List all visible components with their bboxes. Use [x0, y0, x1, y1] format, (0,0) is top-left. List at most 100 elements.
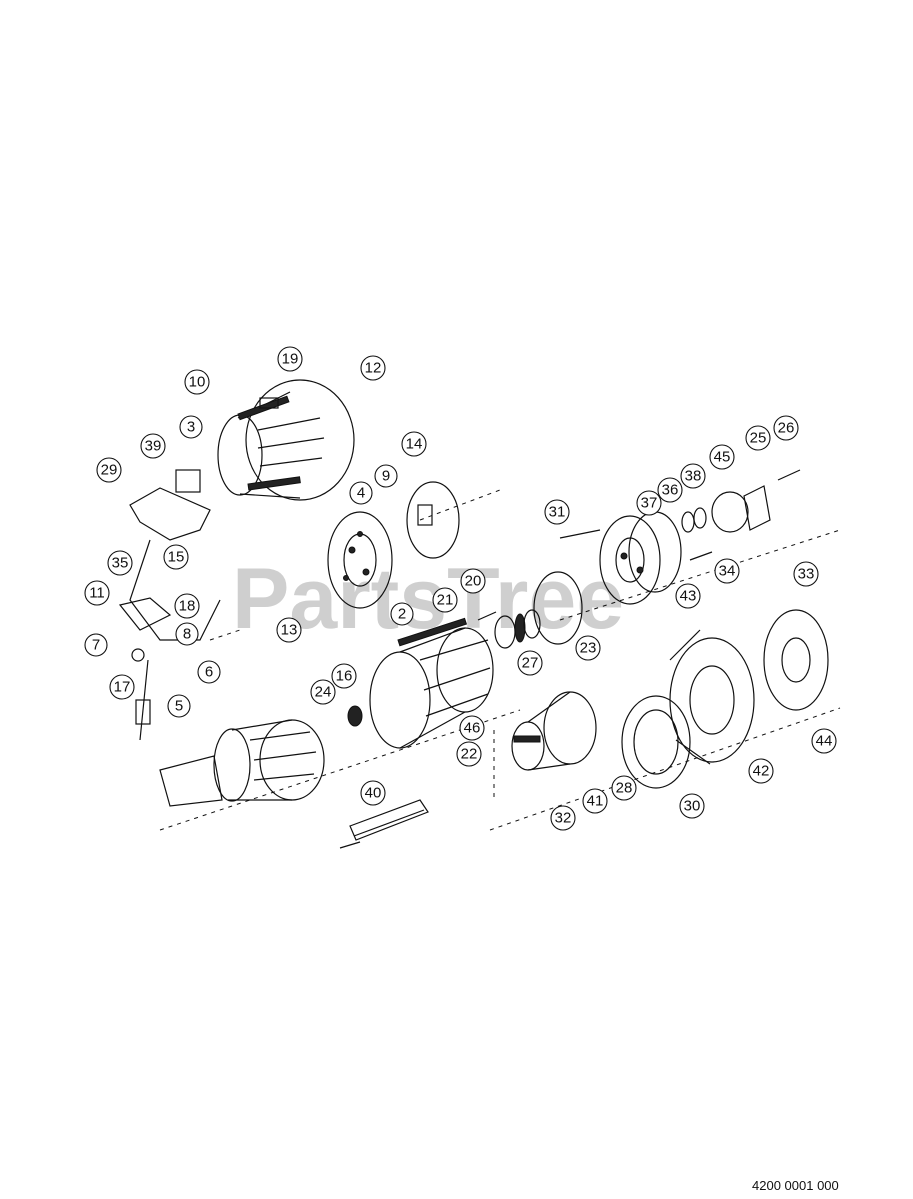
bolt [777, 469, 801, 481]
callout-23: 23 [575, 635, 601, 661]
svg-text:14: 14 [406, 436, 423, 453]
svg-text:30: 30 [684, 798, 701, 815]
callouts: 19 12 10 3 14 9 4 39 29 31 37 36 38 45 2… [84, 346, 837, 831]
svg-text:2: 2 [398, 606, 406, 623]
svg-text:4: 4 [357, 485, 365, 502]
callout-42: 42 [748, 758, 774, 784]
svg-text:37: 37 [641, 495, 658, 512]
svg-text:19: 19 [282, 351, 299, 368]
svg-text:21: 21 [437, 592, 454, 609]
callout-2: 2 [390, 602, 414, 626]
callout-40: 40 [360, 780, 386, 806]
svg-text:27: 27 [522, 655, 539, 672]
brake-disc [621, 695, 691, 789]
seal-stack [477, 609, 541, 649]
svg-text:10: 10 [189, 374, 206, 391]
document-number: 4200 0001 000 [752, 1178, 839, 1193]
svg-text:17: 17 [114, 679, 131, 696]
callout-21: 21 [432, 587, 458, 613]
svg-text:26: 26 [778, 420, 795, 437]
svg-text:36: 36 [662, 482, 679, 499]
callout-6: 6 [197, 660, 221, 684]
svg-text:38: 38 [685, 468, 702, 485]
end-cover [763, 609, 829, 711]
lower-motor [159, 705, 363, 807]
washer-stack [681, 485, 771, 533]
drum-housing [369, 617, 494, 749]
callout-9: 9 [374, 464, 398, 488]
upper-motor-housing [217, 379, 355, 501]
svg-text:34: 34 [719, 563, 736, 580]
callout-35: 35 [107, 550, 133, 576]
callout-5: 5 [167, 694, 191, 718]
callout-46: 46 [459, 715, 485, 741]
callout-19: 19 [277, 346, 303, 372]
callout-22: 22 [456, 741, 482, 767]
svg-text:39: 39 [145, 438, 162, 455]
svg-text:7: 7 [92, 637, 100, 654]
callout-45: 45 [709, 444, 735, 470]
callout-31: 31 [544, 499, 570, 525]
svg-text:5: 5 [175, 698, 183, 715]
svg-text:8: 8 [183, 626, 191, 643]
callout-11: 11 [84, 580, 110, 606]
callout-25: 25 [745, 425, 771, 451]
callout-33: 33 [793, 561, 819, 587]
callout-36: 36 [657, 477, 683, 503]
callout-43: 43 [675, 583, 701, 609]
callout-34: 34 [714, 558, 740, 584]
svg-text:31: 31 [549, 504, 566, 521]
svg-text:11: 11 [89, 585, 105, 602]
callout-15: 15 [163, 544, 189, 570]
svg-text:22: 22 [461, 746, 478, 763]
svg-text:23: 23 [580, 640, 597, 657]
callout-28: 28 [611, 775, 637, 801]
callout-29: 29 [96, 457, 122, 483]
callout-16: 16 [331, 663, 357, 689]
callout-30: 30 [679, 793, 705, 819]
callout-8: 8 [175, 622, 199, 646]
svg-text:46: 46 [464, 720, 481, 737]
parts-layer [118, 379, 841, 849]
callout-32: 32 [550, 805, 576, 831]
svg-text:24: 24 [315, 684, 332, 701]
svg-text:9: 9 [382, 468, 390, 485]
svg-text:43: 43 [680, 588, 697, 605]
wheel-hub [669, 629, 755, 765]
callout-26: 26 [773, 415, 799, 441]
svg-text:41: 41 [587, 793, 604, 810]
shaft [135, 659, 151, 741]
callout-18: 18 [174, 593, 200, 619]
rotor-plate [327, 511, 393, 609]
svg-text:13: 13 [281, 622, 298, 639]
svg-text:25: 25 [750, 430, 767, 447]
callout-24: 24 [310, 679, 336, 705]
callout-41: 41 [582, 788, 608, 814]
callout-14: 14 [401, 431, 427, 457]
bolt-34 [689, 551, 713, 561]
mounting-bracket [118, 469, 221, 662]
svg-text:15: 15 [168, 549, 185, 566]
svg-text:20: 20 [465, 573, 482, 590]
svg-text:29: 29 [101, 462, 118, 479]
callout-10: 10 [184, 369, 210, 395]
svg-text:45: 45 [714, 449, 731, 466]
o-ring [533, 571, 583, 645]
callout-17: 17 [109, 674, 135, 700]
callout-39: 39 [140, 433, 166, 459]
callout-27: 27 [517, 650, 543, 676]
callout-3: 3 [179, 415, 203, 439]
hub-assembly [511, 691, 597, 771]
svg-text:35: 35 [112, 555, 129, 572]
gear-assembly [559, 511, 682, 605]
svg-text:18: 18 [179, 598, 196, 615]
ring-seal [406, 481, 460, 559]
callout-20: 20 [460, 568, 486, 594]
callout-7: 7 [84, 633, 108, 657]
callout-37: 37 [636, 490, 662, 516]
callout-13: 13 [276, 617, 302, 643]
svg-text:44: 44 [816, 733, 833, 750]
svg-text:12: 12 [365, 360, 382, 377]
svg-text:3: 3 [187, 419, 195, 436]
